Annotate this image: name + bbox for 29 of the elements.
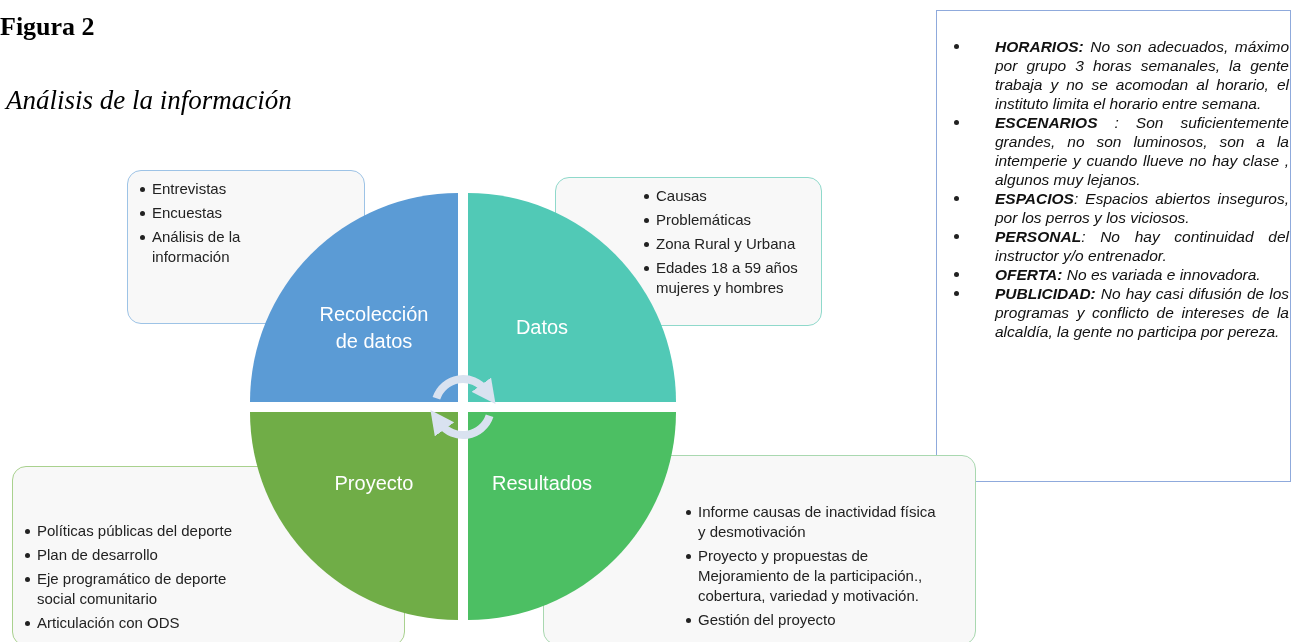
list-item: Proyecto y propuestas de Mejoramiento de la participación., cobertura, variedad y motivación. [698, 547, 923, 604]
figure-caption: Análisis de la información [4, 85, 293, 117]
list-item: PERSONAL: No hay continuidad del instructor y/o entrenador. [995, 228, 1289, 264]
list-item: Problemáticas [656, 211, 752, 228]
quadrant-label: Proyecto [333, 471, 415, 496]
quadrant-label: Datos [514, 315, 570, 340]
list-item: Eje programático de deporte social comunitario [37, 570, 227, 607]
list-item: HORARIOS: No son adecuados, máximo por grupo 3 horas semanales, la gente trabaja y no se acomodan al horario, el instituto limita el horario entre semana. [995, 38, 1289, 112]
quadrant-label: Recolección de datos [318, 301, 430, 354]
list-item: Zona Rural y Urbana [656, 235, 796, 252]
curved-arrow [432, 375, 497, 404]
list-item: ESPACIOS: Espacios abiertos inseguros, por los perros y los viciosos. [995, 190, 1289, 226]
list-item: Gestión del proyecto [698, 611, 836, 628]
figure-title: Figura 2 [0, 12, 95, 42]
list-item: OFERTA: No es variada e innovadora. [995, 266, 1261, 283]
list-item: Informe causas de inactividad física y desmotivación [698, 503, 936, 540]
list-item: Políticas públicas del deporte [37, 522, 233, 539]
list-item: Causas [656, 187, 707, 204]
list-item: Articulación con ODS [37, 614, 180, 631]
list-item: Entrevistas [152, 180, 227, 197]
list-item: PUBLICIDAD: No hay casi difusión de los programas y conflicto de intereses de la alcaldía, la gente no participa por pereza. [995, 285, 1289, 340]
notes-panel [936, 10, 1291, 482]
list-item: Análisis de la información [152, 228, 241, 265]
curved-arrow [429, 410, 494, 439]
list-item: Encuestas [152, 204, 223, 221]
quadrant-label: Resultados [490, 471, 594, 496]
list-item: Plan de desarrollo [37, 546, 158, 563]
list-item: Edades 18 a 59 años mujeres y hombres [656, 259, 798, 296]
list-item: ESCENARIOS : Son suficientemente grandes, no son luminosos, son a la intemperie y cuando llueve no hay clase , algunos muy lejanos. [995, 114, 1289, 188]
